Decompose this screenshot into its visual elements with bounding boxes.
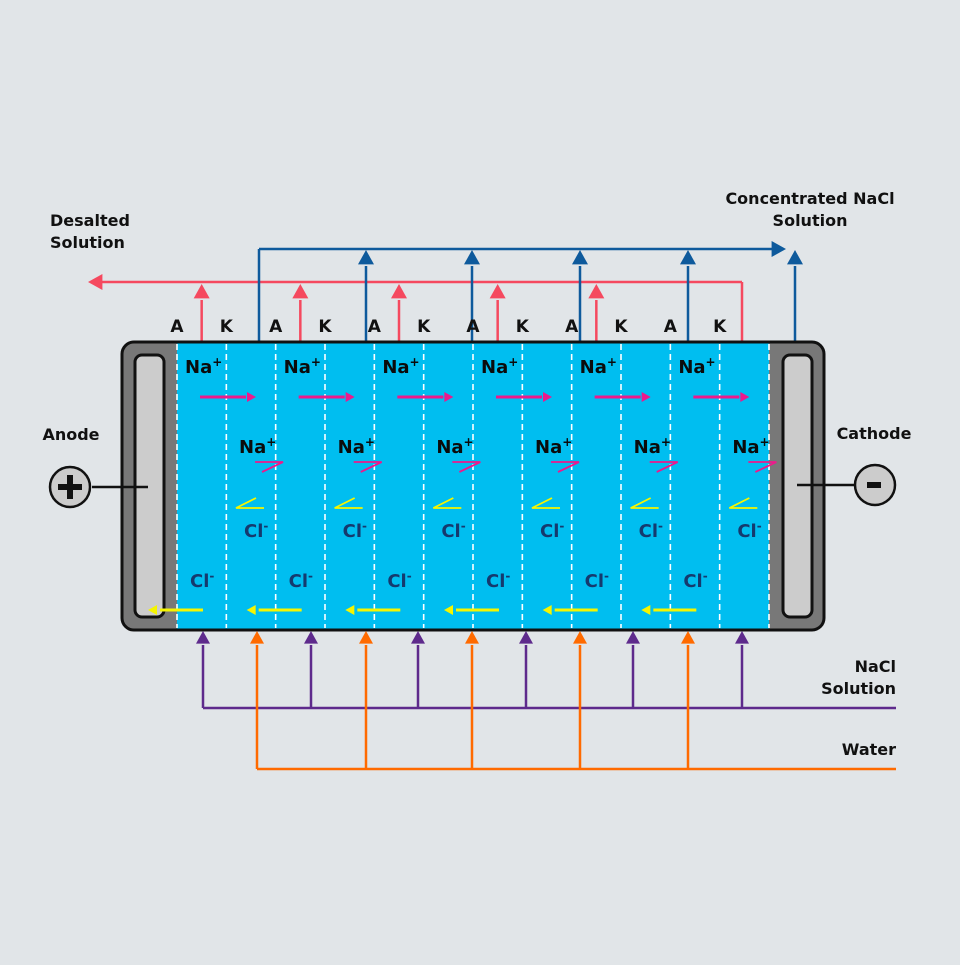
nacl-riser-arrow (735, 631, 749, 644)
membrane-label: A (368, 317, 382, 337)
chloride-ion-label: Cl- (343, 519, 367, 542)
chloride-rejected-arrow (334, 497, 363, 509)
minus-icon (867, 482, 881, 488)
desalted-label-line1: Desalted (50, 211, 130, 230)
ion-transport: Na+Na+Cl-Cl-Na+Na+Cl-Cl-Na+Na+Cl-Cl-Na+N… (148, 355, 777, 615)
membrane-label: K (220, 317, 234, 337)
nacl-riser-arrow (304, 631, 318, 644)
chloride-ion-label: Cl- (190, 569, 214, 592)
concentrate-riser-arrow (464, 250, 480, 265)
concentrate-riser-arrow (680, 250, 696, 265)
chloride-ion-label: Cl- (486, 569, 510, 592)
nacl-riser-arrow (626, 631, 640, 644)
concentrate-riser-arrow (787, 250, 803, 265)
sodium-rejected-arrow (353, 461, 383, 473)
desalted-riser-arrow (193, 284, 210, 299)
concentrate-outlet-arrow (771, 241, 786, 257)
membrane-label: A (170, 317, 184, 337)
sodium-arrowhead (641, 392, 651, 402)
concentrate-riser-arrow (572, 250, 588, 265)
water-riser-arrow (681, 631, 695, 644)
nacl-label-line1: NaCl (855, 657, 896, 676)
sodium-rejected-arrow (452, 461, 481, 473)
chloride-arrowhead (542, 605, 552, 615)
water-riser-arrow (465, 631, 479, 644)
anode-label: Anode (42, 425, 99, 444)
nacl-riser-arrow (519, 631, 533, 644)
chloride-ion-label: Cl- (244, 519, 268, 542)
membrane-label: K (614, 317, 628, 337)
water-riser-arrow (573, 631, 587, 644)
chloride-ion-label: Cl- (387, 569, 411, 592)
membrane-label: A (269, 317, 283, 337)
chloride-rejected-arrow (235, 497, 264, 509)
chloride-rejected-arrow (432, 497, 462, 509)
chloride-arrowhead (148, 605, 157, 615)
inlet-pipes (196, 631, 896, 771)
membrane-label: K (516, 317, 530, 337)
chloride-ion-label: Cl- (639, 519, 663, 542)
outlet-pipes (88, 241, 803, 342)
nacl-riser-arrow (196, 631, 210, 644)
desalted-outlet-arrow (88, 274, 103, 290)
membrane-label: K (318, 317, 332, 337)
sodium-arrowhead (740, 392, 750, 402)
concentrated-label-line2: Solution (773, 211, 848, 230)
chloride-rejected-arrow (728, 497, 758, 509)
sodium-rejected-arrow (551, 461, 580, 473)
sodium-arrowhead (543, 392, 552, 402)
chloride-rejected-arrow (531, 497, 560, 509)
desalted-label-line2: Solution (50, 233, 125, 252)
chloride-ion-label: Cl- (540, 519, 564, 542)
membrane-label: A (664, 317, 678, 337)
water-riser-arrow (359, 631, 373, 644)
sodium-arrowhead (345, 392, 355, 402)
desalted-riser-arrow (391, 284, 407, 299)
chloride-arrowhead (345, 605, 355, 615)
desalted-riser-arrow (292, 284, 309, 299)
chloride-ion-label: Cl- (737, 519, 761, 542)
sodium-rejected-arrow (748, 461, 777, 473)
nacl-riser-arrow (411, 631, 425, 644)
sodium-rejected-arrow (649, 461, 679, 473)
concentrate-riser-arrow (358, 250, 374, 265)
chloride-ion-label: Cl- (289, 569, 313, 592)
desalted-riser-arrow (489, 284, 506, 299)
sodium-arrowhead (444, 392, 454, 402)
sodium-arrowhead (247, 392, 256, 402)
desalted-riser-arrow (588, 284, 605, 299)
plus-icon (58, 475, 82, 499)
membranes (176, 344, 770, 628)
sodium-rejected-arrow (255, 461, 284, 473)
membrane-label: K (417, 317, 431, 337)
concentrated-label-line1: Concentrated NaCl (725, 189, 894, 208)
cathode-label: Cathode (837, 424, 912, 443)
membrane-label: A (466, 317, 480, 337)
chloride-arrowhead (444, 605, 453, 615)
chloride-rejected-arrow (630, 497, 659, 509)
chloride-ion-label: Cl- (441, 519, 465, 542)
membrane-label: A (565, 317, 579, 337)
water-label: Water (842, 740, 896, 759)
chloride-arrowhead (246, 605, 256, 615)
water-riser-arrow (250, 631, 264, 644)
chloride-arrowhead (641, 605, 651, 615)
chloride-ion-label: Cl- (683, 569, 707, 592)
membrane-label: K (713, 317, 727, 337)
chloride-ion-label: Cl- (585, 569, 609, 592)
nacl-label-line2: Solution (821, 679, 896, 698)
